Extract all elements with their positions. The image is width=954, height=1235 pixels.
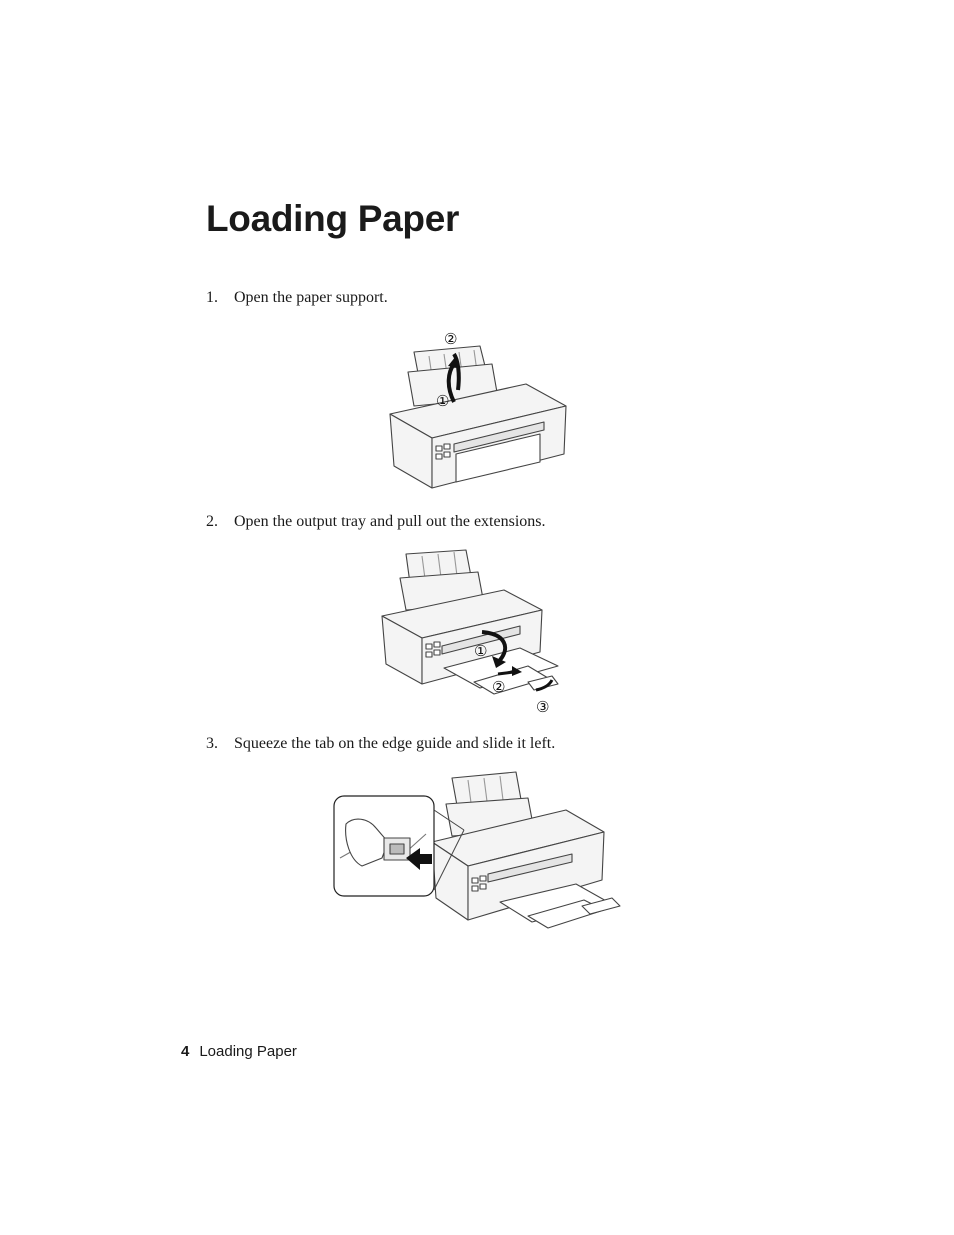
step-2-text: Open the output tray and pull out the ex… [234, 513, 546, 530]
figure-slide-edge-guide [333, 771, 621, 929]
callout-2: ② [492, 678, 505, 696]
callout-2: ② [444, 330, 457, 348]
step-2-number: 2. [206, 513, 218, 530]
page-number: 4 [181, 1043, 190, 1060]
step-1-text: Open the paper support. [234, 289, 388, 306]
step-1-number: 1. [206, 289, 218, 306]
step-3-number: 3. [206, 735, 218, 752]
callout-1: ① [474, 642, 487, 660]
figure-open-paper-support: ① ② [389, 330, 567, 489]
callout-3: ③ [536, 698, 549, 716]
figure-open-output-tray: ① ② ③ [381, 549, 559, 716]
footer-section-title: Loading Paper [199, 1043, 297, 1060]
page-footer: 4 Loading Paper [181, 1043, 297, 1060]
step-3-text: Squeeze the tab on the edge guide and sl… [234, 735, 556, 752]
callout-1: ① [436, 392, 449, 410]
step-2: 2. Open the output tray and pull out the … [206, 513, 546, 531]
step-1: 1. Open the paper support. [206, 289, 388, 307]
step-3: 3. Squeeze the tab on the edge guide and … [206, 735, 555, 753]
page-title: Loading Paper [206, 198, 460, 239]
